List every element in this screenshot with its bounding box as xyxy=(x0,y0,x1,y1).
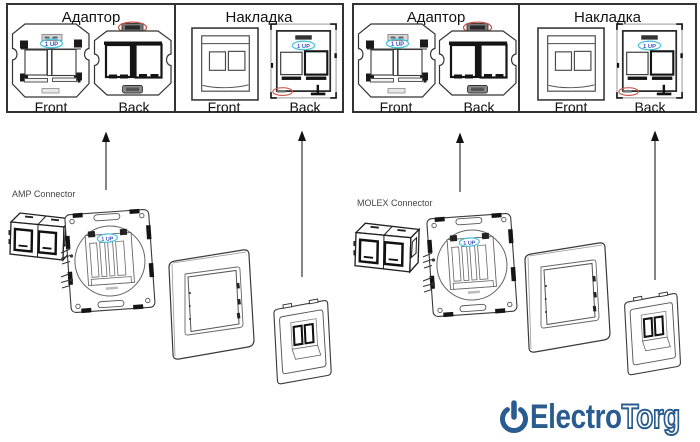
arrow-up xyxy=(651,130,659,280)
back-label: Back xyxy=(289,99,321,115)
panel-title: Накладка xyxy=(574,9,641,26)
cover-back-drawing xyxy=(270,23,338,99)
adapter-front-drawing xyxy=(357,23,436,98)
power-icon xyxy=(497,400,531,437)
panel-title: Адаптор xyxy=(61,9,121,26)
amp-connector-label: AMP Connector xyxy=(12,189,76,199)
faceplate-drawing xyxy=(623,291,682,376)
panel-cover-amp: Накладка Front Back xyxy=(174,3,344,115)
adapter-back-drawing xyxy=(93,21,173,97)
front-label: Front xyxy=(379,99,413,115)
logo-text-outline: Torg xyxy=(621,397,681,437)
adapter-front-drawing xyxy=(11,23,90,98)
molex-connector-label: MOLEX Connector xyxy=(357,198,433,208)
front-label: Front xyxy=(34,99,68,115)
molex-connector-module-drawing xyxy=(352,221,421,274)
panel-adapter-molex: Адаптор Front Back xyxy=(352,3,520,115)
panel-cover-molex: Накладка Front Back xyxy=(518,3,697,115)
back-label: Back xyxy=(118,99,150,115)
faceplate-drawing xyxy=(272,297,333,385)
logo-text: ElectroTorg xyxy=(530,397,681,437)
panel-title: Адаптор xyxy=(406,9,466,26)
adapter-back-drawing xyxy=(438,21,518,97)
arrow-up xyxy=(298,130,306,277)
frame-drawing xyxy=(168,249,255,360)
frame-drawing xyxy=(524,242,611,353)
back-label: Back xyxy=(634,99,666,115)
cover-front-drawing xyxy=(191,27,259,101)
mechanism-drawing xyxy=(60,207,157,315)
mechanism-drawing xyxy=(422,211,519,319)
cover-front-drawing xyxy=(537,27,605,101)
front-label: Front xyxy=(207,99,241,115)
logo-text-solid: Electro xyxy=(530,398,622,436)
panel-adapter-amp: Адаптор Front Back xyxy=(6,3,176,115)
panel-title: Накладка xyxy=(225,9,293,26)
arrow-up xyxy=(456,132,464,192)
back-label: Back xyxy=(463,99,495,115)
arrow-up xyxy=(102,131,110,190)
front-label: Front xyxy=(554,99,588,115)
electrotorg-logo: ElectroTorg xyxy=(497,397,700,442)
cover-back-drawing xyxy=(616,23,684,99)
